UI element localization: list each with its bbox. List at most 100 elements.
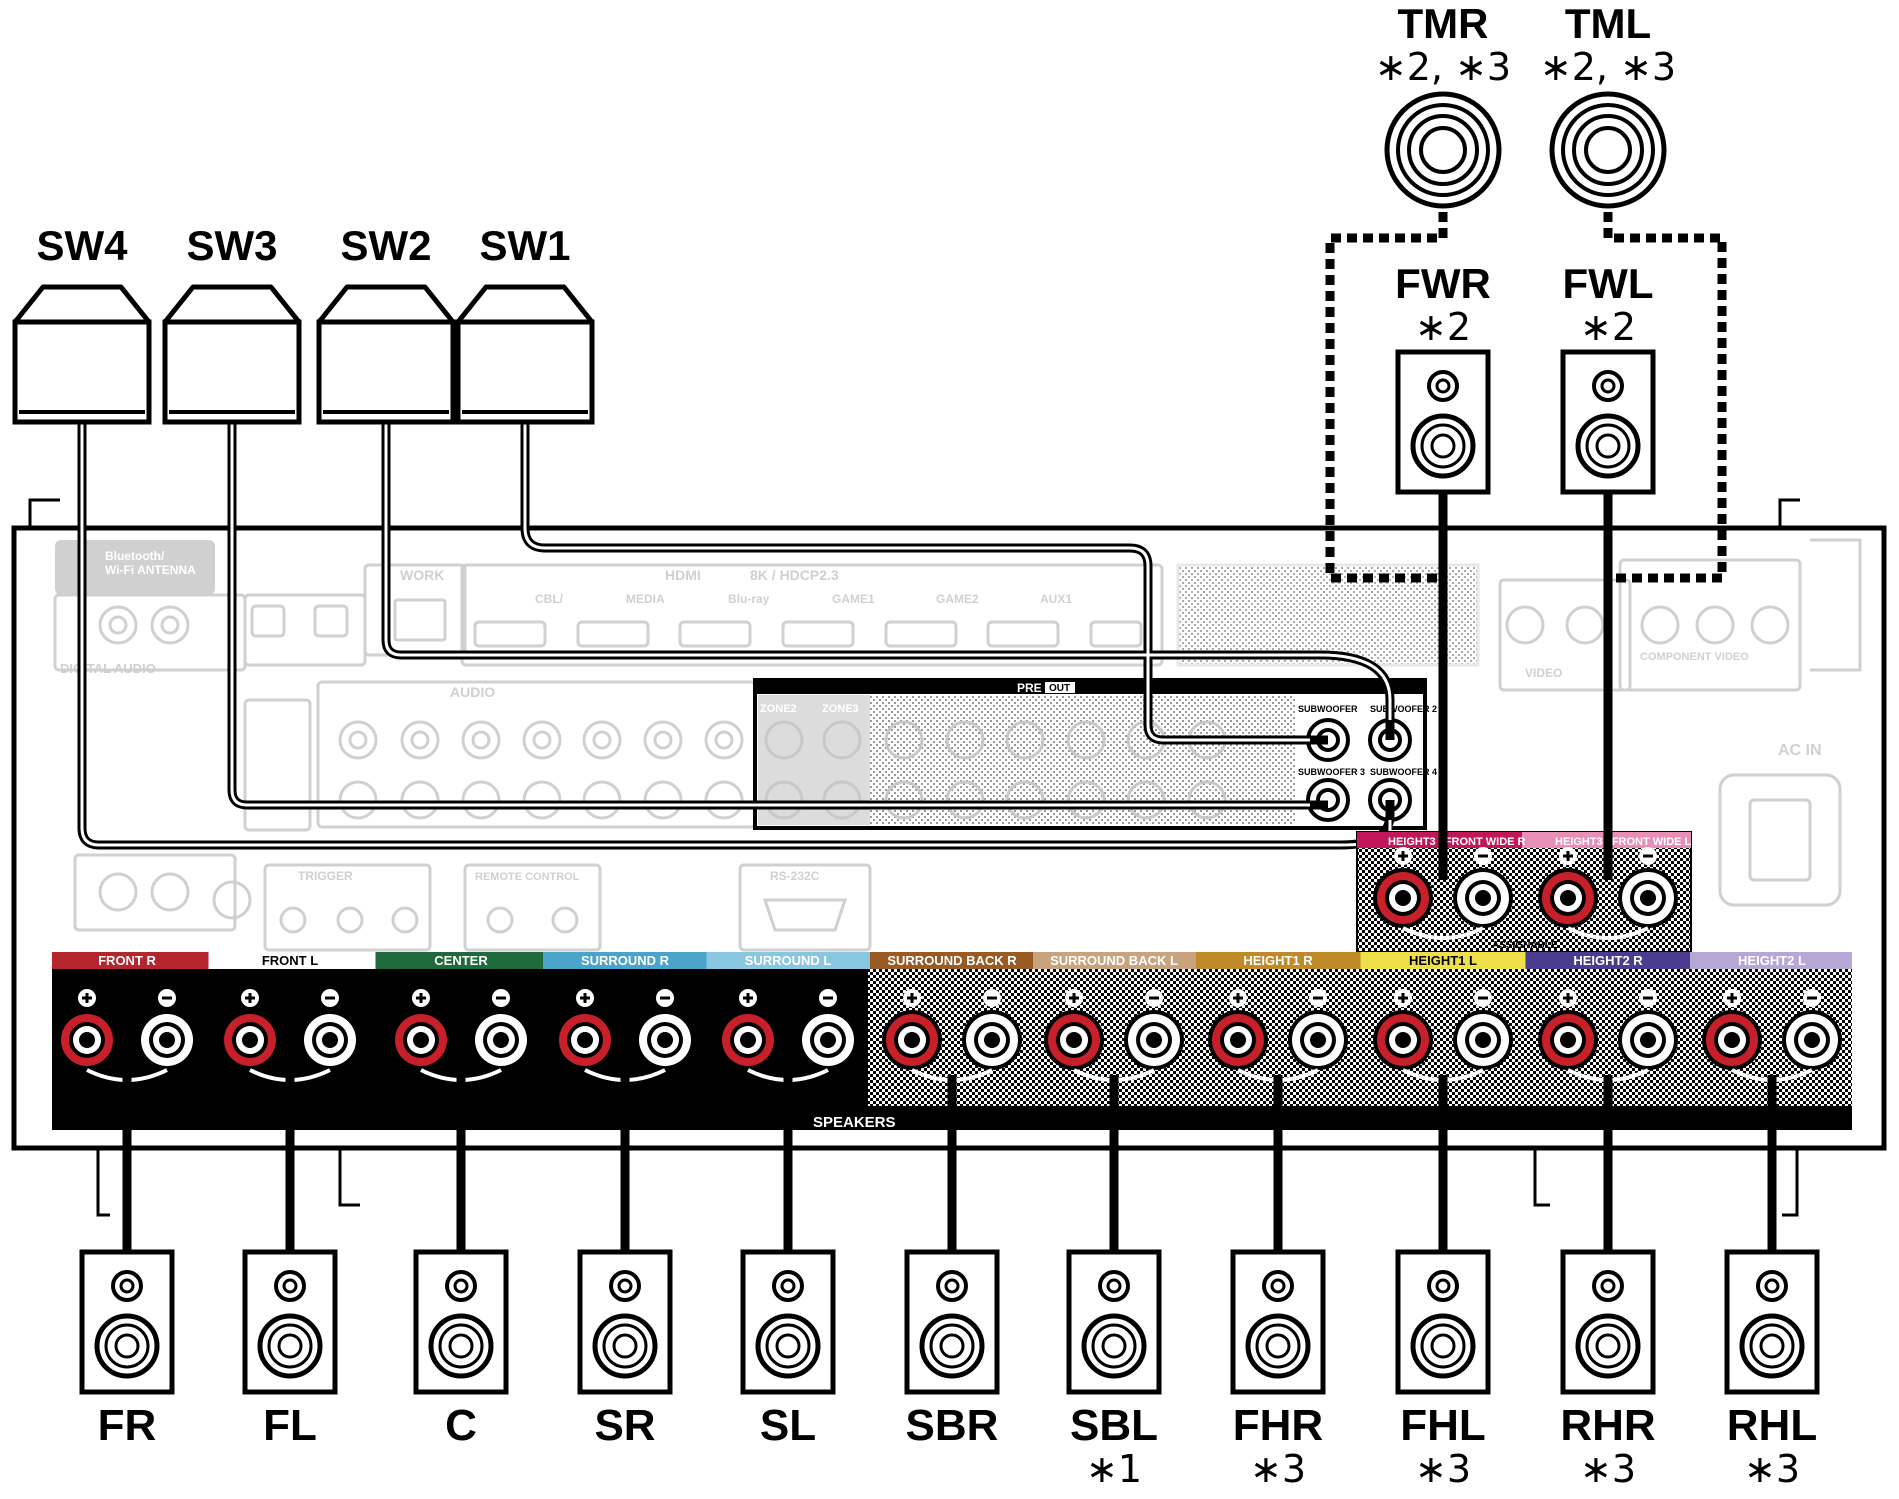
- wide-speaker-label: FWR: [1395, 260, 1491, 307]
- bottom-speaker: [79, 1249, 175, 1395]
- terminal-label-bar: [1033, 952, 1196, 969]
- hdmi-in-aux1: AUX1: [1040, 592, 1072, 606]
- hdmi-in-game2: GAME2: [936, 592, 979, 606]
- speaker-label: SL: [760, 1401, 816, 1450]
- terminal-label: SURROUND L: [745, 953, 832, 968]
- bottom-speaker: [577, 1249, 673, 1395]
- speaker-label: FHR: [1233, 1401, 1323, 1450]
- terminal-label-bar: [208, 952, 376, 969]
- bottom-speaker: [1560, 1249, 1656, 1395]
- speaker-label: FL: [263, 1401, 317, 1450]
- speaker-label: SR: [594, 1401, 655, 1450]
- ac-in-label: AC IN: [1778, 742, 1822, 759]
- network-label: WORK: [400, 567, 444, 583]
- top-speaker-label: TML: [1565, 0, 1651, 47]
- speaker-note: ∗3: [1415, 1447, 1471, 1491]
- binding-post-pair: [555, 989, 695, 1082]
- audio-in-jacks: [338, 720, 744, 820]
- terminal-label: SURROUND BACK R: [887, 953, 1017, 968]
- terminal-label-bar: [870, 952, 1033, 969]
- terminal-label-bar: [1360, 952, 1526, 969]
- hdmi-in-label: HDMI: [665, 567, 701, 583]
- video-label: VIDEO: [1525, 666, 1562, 680]
- rs232-label: RS-232C: [770, 869, 820, 883]
- terminal-label: HEIGHT1 R: [1243, 953, 1313, 968]
- speaker-label: RHR: [1560, 1401, 1655, 1450]
- upper-assignable: ASSIGNABLE: [1492, 940, 1558, 951]
- terminal-label: FRONT L: [262, 953, 318, 968]
- top-speaker-note: ∗2, ∗3: [1375, 45, 1511, 89]
- hdmi-in-game1: GAME1: [832, 592, 875, 606]
- bottom-speaker-cables: [122, 1075, 1777, 1252]
- audio-in-label: AUDIO: [450, 684, 495, 700]
- speaker-note: ∗3: [1744, 1447, 1800, 1491]
- height3-left-label: HEIGHT3 / FRONT WIDE L: [1555, 836, 1692, 848]
- speaker-label: C: [445, 1401, 477, 1450]
- terminal-label-bar: [1690, 952, 1852, 969]
- bottom-speaker: [904, 1249, 1000, 1395]
- top-speaker-label: TMR: [1398, 0, 1489, 47]
- terminal-labels: FRONT R FRONT L CENTER SURROUND R SURROUND L…: [52, 952, 1852, 969]
- top-middle-dotted-cables: [1325, 212, 1727, 583]
- speaker-label: FR: [98, 1401, 157, 1450]
- binding-post-pair: [1538, 989, 1678, 1082]
- binding-post-pair: [1702, 989, 1842, 1082]
- bottom-speaker: [740, 1249, 836, 1395]
- speaker-label: RHL: [1727, 1401, 1817, 1450]
- front-wide-cables: [1438, 490, 1613, 880]
- terminal-label: CENTER: [434, 953, 488, 968]
- binding-post-pair: [1208, 989, 1348, 1082]
- terminal-label-bar: [1196, 952, 1361, 969]
- terminal-label: HEIGHT2 L: [1738, 953, 1806, 968]
- terminal-label: HEIGHT1 L: [1409, 953, 1477, 968]
- wide-speaker-note: ∗2: [1415, 305, 1471, 349]
- sub1-label: SUBWOOFER: [1298, 704, 1358, 714]
- subwoofer-box: [12, 284, 152, 425]
- terminal-label: HEIGHT2 R: [1573, 953, 1643, 968]
- wide-speaker-note: ∗2: [1580, 305, 1636, 349]
- terminal-label-bar: [375, 952, 543, 969]
- bt-antenna-label-2: Wi-Fi ANTENNA: [105, 563, 196, 577]
- zone2-label: ZONE2: [760, 703, 797, 715]
- speaker-label: SBR: [906, 1401, 999, 1450]
- subwoofer-label: SW1: [479, 222, 570, 269]
- remote-label: REMOTE CONTROL: [475, 871, 580, 883]
- binding-post-pair: [882, 989, 1022, 1082]
- hdmi-in-bluray: Blu-ray: [728, 592, 770, 606]
- ceiling-speaker: [1549, 91, 1667, 209]
- sub2-label: SUBWOOFER 2: [1370, 704, 1437, 714]
- hdmi-in-ports: [473, 620, 1143, 648]
- bottom-speaker: [1230, 1249, 1326, 1395]
- top-speaker-note: ∗2, ∗3: [1540, 45, 1676, 89]
- bottom-speaker: [242, 1249, 338, 1395]
- subwoofer-box: [316, 284, 456, 425]
- bt-antenna-label-1: Bluetooth/: [105, 549, 165, 563]
- trigger-label: TRIGGER: [298, 869, 353, 883]
- subwoofer-label: SW4: [36, 222, 128, 269]
- digital-audio-label: DIGITAL AUDIO: [60, 661, 156, 676]
- subwoofer-box: [455, 284, 595, 425]
- ceiling-speaker: [1384, 91, 1502, 209]
- terminals: [57, 847, 1842, 1082]
- sub4-label: SUBWOOFER 4: [1370, 767, 1437, 777]
- pre-out-label: PRE: [1017, 681, 1042, 695]
- hdmi-spec: 8K / HDCP2.3: [750, 567, 839, 583]
- wide-speaker-label: FWL: [1563, 260, 1654, 307]
- height3-right-label: HEIGHT3 / FRONT WIDE R: [1388, 836, 1526, 848]
- subwoofer-label: SW2: [340, 222, 431, 269]
- binding-post-pair: [220, 989, 360, 1082]
- terminal-label: FRONT R: [98, 953, 156, 968]
- terminal-label-bar: [1525, 952, 1690, 969]
- bottom-speaker: [413, 1249, 509, 1395]
- terminal-label: SURROUND R: [581, 953, 670, 968]
- terminal-label-bar: [706, 952, 870, 969]
- front-wide-speaker: [1560, 349, 1656, 495]
- speaker-note: ∗1: [1086, 1447, 1142, 1491]
- speakers-label: SPEAKERS: [813, 1114, 896, 1131]
- binding-post-pair: [57, 989, 197, 1082]
- hdmi-in-cbl: CBL/: [535, 592, 564, 606]
- terminal-label: SURROUND BACK L: [1050, 953, 1178, 968]
- bottom-speaker: [1066, 1249, 1162, 1395]
